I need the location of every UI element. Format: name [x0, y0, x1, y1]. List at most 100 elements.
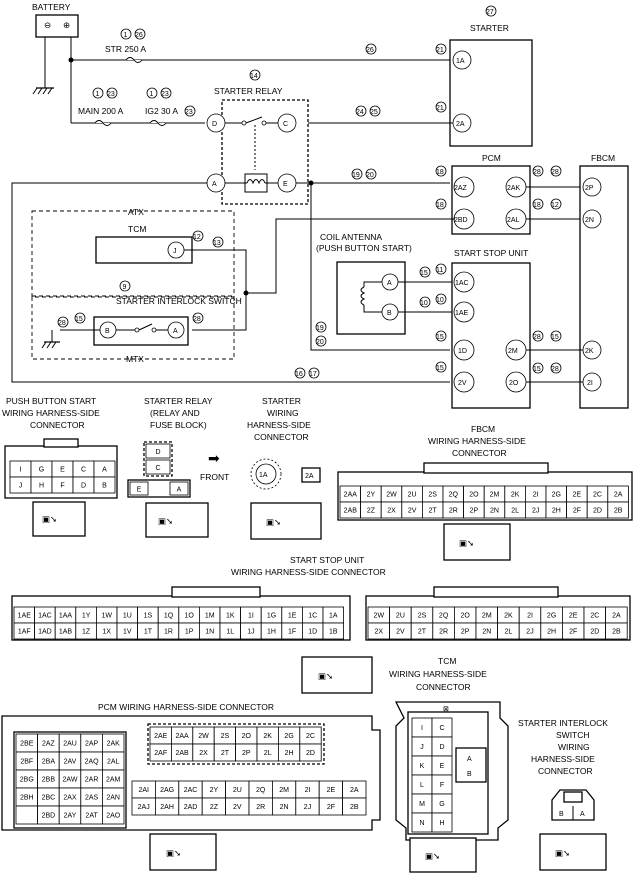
- ssu-plug-icon: [301, 656, 373, 694]
- pcm-top-cell: 2P: [242, 750, 251, 757]
- plug-icon-8: ▣➘: [555, 848, 570, 858]
- ssu-right-cell: 2O: [461, 613, 471, 620]
- ssu-right-cell: 2Q: [439, 613, 449, 620]
- ssu-right-cell: 2X: [375, 629, 384, 636]
- pcm-left-cell: 2BA: [42, 759, 56, 766]
- relay-pin-c: C: [283, 121, 288, 128]
- pcm-top-cell: 2AF: [154, 750, 167, 757]
- ssu-right-cell: 2W: [374, 613, 385, 620]
- svg-text:15: 15: [420, 270, 428, 277]
- fbcm-cell: 2D: [593, 508, 602, 515]
- pcm-left-cell: 2BC: [42, 795, 56, 802]
- ssu-right-cell: 2F: [569, 629, 577, 636]
- svg-text:20: 20: [316, 339, 324, 346]
- plug-icon-2: ▣➘: [158, 516, 173, 526]
- fbcm-cell: 2E: [573, 492, 582, 499]
- svg-text:WIRING HARNESS-SIDE: WIRING HARNESS-SIDE: [389, 669, 487, 679]
- fbcm-cell: 2AB: [344, 508, 358, 515]
- pcm-bottom-cell: 2N: [280, 804, 289, 811]
- svg-text:18: 18: [436, 169, 444, 176]
- tcm-cell: C: [439, 725, 444, 732]
- fuse-str-icon: [125, 57, 143, 63]
- tcm-cell: E: [440, 763, 445, 770]
- svg-text:11: 11: [436, 267, 443, 274]
- relay-conn-cell: E: [137, 487, 142, 494]
- pcm-bottom-cell: 2Y: [210, 787, 219, 794]
- ssu-left-cell: 1O: [184, 613, 194, 620]
- sis-plug-icon: [539, 833, 607, 871]
- pcm-left-cell: 2AY: [64, 813, 77, 820]
- ssu-left-cell: 1AD: [38, 629, 52, 636]
- push-button-cell: I: [20, 467, 22, 474]
- pcm-bottom-cell: 2B: [350, 804, 359, 811]
- pcm-bottom-cell: 2I: [305, 787, 311, 794]
- fbcm-cell: 2A: [614, 492, 623, 499]
- fbcm-label: FBCM: [591, 153, 615, 163]
- ssu-right-cell: 2R: [439, 629, 448, 636]
- relay-conn-cell: D: [155, 449, 160, 456]
- svg-text:12: 12: [551, 202, 559, 209]
- starter-connector: 1A 2A: [250, 458, 321, 490]
- push-button-cell: D: [81, 483, 86, 490]
- ssu-right-cell: 2A: [612, 613, 621, 620]
- ssu-left-cell: 1V: [123, 629, 132, 636]
- pcm-label: PCM: [482, 153, 501, 163]
- pcm-bottom-cell: 2AI: [138, 787, 149, 794]
- ground-icon-sis: [41, 330, 60, 349]
- fbcm-cell: 2Q: [449, 492, 459, 499]
- starter-pin-1a: 1A: [456, 58, 465, 65]
- ssu-left-cell: 1E: [288, 613, 297, 620]
- ssu-right-cell: 2P: [461, 629, 470, 636]
- ssu-right-cell: 2E: [569, 613, 578, 620]
- svg-text:10: 10: [420, 300, 428, 307]
- tcm-cell: H: [439, 820, 444, 827]
- fbcm-cell: 2W: [386, 492, 397, 499]
- svg-text:CONNECTOR: CONNECTOR: [538, 766, 593, 776]
- tcm-cell: G: [439, 801, 444, 808]
- ssu-connector-title: START STOP UNIT WIRING HARNESS-SIDE CONN…: [231, 555, 386, 577]
- pcm-bottom-cell: 2M: [279, 787, 289, 794]
- callouts-sis: 28 15 28: [57, 312, 204, 328]
- svg-text:1: 1: [124, 32, 128, 39]
- pcm-connector-title: PCM WIRING HARNESS-SIDE CONNECTOR: [98, 702, 274, 712]
- sis-pin-b: B: [105, 328, 110, 335]
- ssu-left-cell: 1U: [123, 613, 132, 620]
- fbcm-plug-icon: [443, 523, 511, 561]
- starter-relay-box: [221, 99, 309, 205]
- tcm-cell: J: [420, 744, 424, 751]
- fbcm-cell: 2P: [470, 508, 479, 515]
- plug-icon-4: ▣➘: [459, 538, 474, 548]
- svg-text:21: 21: [436, 47, 444, 54]
- fbcm-cell: 2H: [552, 508, 561, 515]
- coil-antenna-label: COIL ANTENNA: [320, 232, 382, 242]
- push-button-plug-icon: [32, 501, 86, 537]
- pcm-left-cell: 2AZ: [42, 741, 56, 748]
- tcm-cell: L: [420, 782, 424, 789]
- svg-text:A: A: [467, 756, 472, 763]
- ssu-right-cell: 2S: [418, 613, 427, 620]
- svg-text:19: 19: [352, 172, 360, 179]
- svg-text:CONNECTOR: CONNECTOR: [452, 448, 507, 458]
- fuse-ig2-label: IG2 30 A: [145, 106, 178, 116]
- svg-text:WIRING: WIRING: [267, 408, 299, 418]
- ssu-left-cell: 1Y: [82, 613, 91, 620]
- svg-text:19: 19: [316, 325, 324, 332]
- atx-region: [31, 210, 235, 298]
- push-button-cell: B: [102, 483, 107, 490]
- relay-plug-icon: [145, 502, 209, 538]
- fbcm-cell: 2Y: [367, 492, 376, 499]
- ssu-left-cell: 1A: [329, 613, 338, 620]
- callouts-tcm: 12 13 9: [119, 230, 224, 292]
- ssu-right-cell: 2V: [396, 629, 405, 636]
- svg-text:28: 28: [533, 169, 541, 176]
- ssu-right-cell: 2L: [505, 629, 513, 636]
- starter-label: STARTER: [470, 23, 509, 33]
- fbcm-cell: 2K: [511, 492, 520, 499]
- svg-text:PUSH BUTTON START: PUSH BUTTON START: [6, 396, 96, 406]
- ssu-pin-2v: 2V: [458, 380, 467, 387]
- svg-text:CONNECTOR: CONNECTOR: [254, 432, 309, 442]
- pcm-top-cell: 2AA: [175, 733, 189, 740]
- svg-text:20: 20: [366, 172, 374, 179]
- ssu-left-cell: 1G: [267, 613, 276, 620]
